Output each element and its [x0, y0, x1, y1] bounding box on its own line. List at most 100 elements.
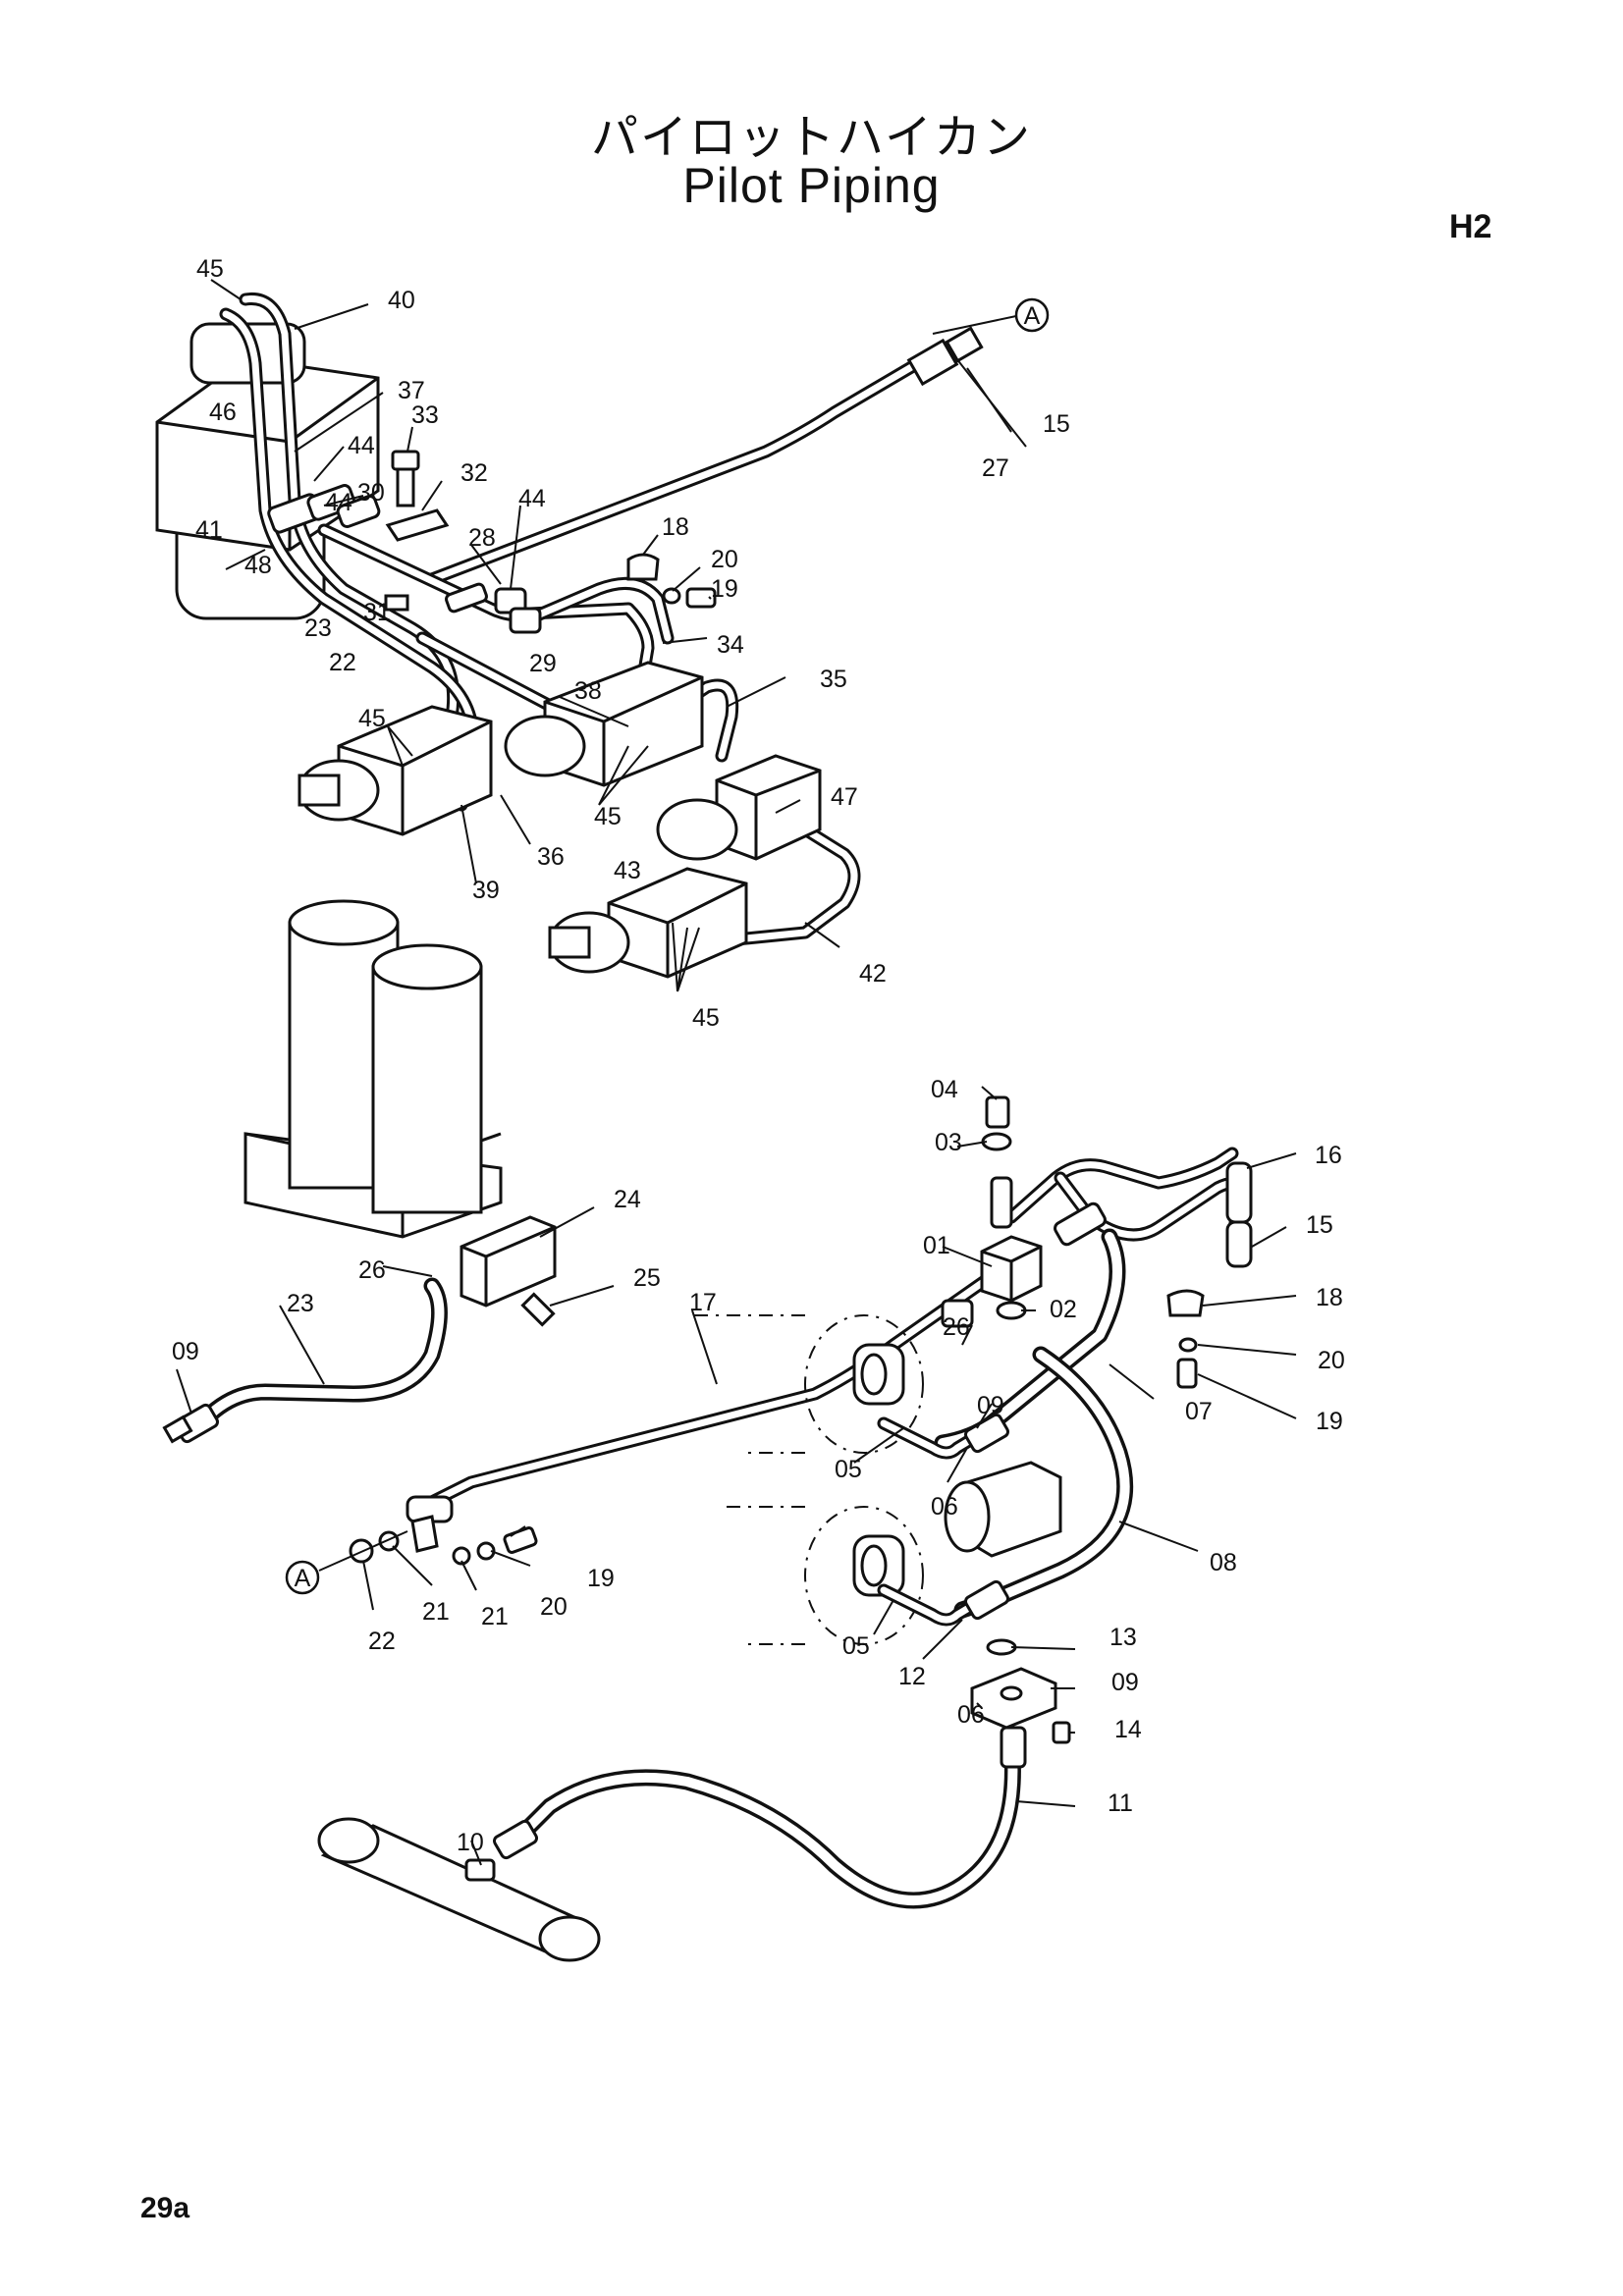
part-callout-42: 42 — [859, 960, 887, 988]
clamp-18-right — [1166, 1289, 1205, 1389]
part-callout-44: 44 — [325, 489, 352, 516]
part-callout-46: 46 — [209, 399, 237, 426]
part-callout-24: 24 — [614, 1186, 641, 1213]
part-callout-03: 03 — [935, 1129, 962, 1156]
part-callout-30: 30 — [357, 479, 385, 507]
part-callout-27: 27 — [982, 454, 1009, 482]
part-callout-23: 23 — [304, 614, 332, 642]
hose-11 — [493, 1726, 1027, 1909]
part-callout-45: 45 — [196, 255, 224, 283]
part-callout-06: 06 — [931, 1493, 958, 1521]
part-callout-20: 20 — [1318, 1347, 1345, 1374]
part-callout-26: 26 — [943, 1313, 970, 1341]
part-callout-25: 25 — [633, 1264, 661, 1292]
part-callout-44: 44 — [518, 485, 546, 512]
part-callout-45: 45 — [594, 803, 622, 830]
cylinder-tube — [317, 1817, 601, 1962]
page-title-english: Pilot Piping — [682, 158, 941, 213]
pipes-15-16 — [1004, 1147, 1253, 1268]
part-callout-26: 26 — [358, 1256, 386, 1284]
part-callout-16: 16 — [1315, 1142, 1342, 1169]
leader-lines — [176, 279, 1297, 1866]
part-callout-11: 11 — [1108, 1789, 1133, 1817]
control-valve-right — [656, 754, 822, 861]
part-callout-10: 10 — [457, 1829, 484, 1856]
part-callout-34: 34 — [717, 631, 744, 659]
part-callout-18: 18 — [1316, 1284, 1343, 1311]
part-callout-22: 22 — [368, 1628, 396, 1655]
clamp-bottom-left — [349, 1495, 538, 1566]
flange-12 — [970, 1638, 1071, 1744]
part-callout-31: 31 — [363, 599, 391, 626]
part-callout-05: 05 — [835, 1456, 862, 1483]
filter-tanks — [243, 899, 503, 1239]
block-01 — [980, 1095, 1107, 1320]
part-callout-19: 19 — [587, 1565, 615, 1592]
part-callout-09: 09 — [1111, 1669, 1139, 1696]
block-24 — [460, 1215, 557, 1327]
hose-08 — [953, 1346, 1134, 1619]
part-callout-20: 20 — [711, 546, 738, 573]
pipe-27 — [425, 356, 925, 586]
part-callout-15: 15 — [1043, 410, 1070, 438]
part-callout-02: 02 — [1050, 1296, 1077, 1323]
bolt-33-plate-32 — [385, 450, 450, 542]
part-callout-28: 28 — [468, 524, 496, 552]
part-callout-32: 32 — [460, 459, 488, 487]
part-callout-18: 18 — [662, 513, 689, 541]
section-code: H2 — [1449, 208, 1492, 245]
reference-marker-a-top: A — [1014, 297, 1050, 333]
part-callout-39: 39 — [472, 877, 500, 904]
part-callout-14: 14 — [1114, 1716, 1142, 1743]
page-title-japanese: パイロットハイカン — [590, 110, 1033, 165]
part-callout-20: 20 — [540, 1593, 568, 1621]
part-callout-01: 01 — [923, 1232, 950, 1259]
pump-lower — [727, 1506, 924, 1645]
part-callout-29: 29 — [529, 650, 557, 677]
part-callout-44: 44 — [348, 432, 375, 459]
elbows-05-06 — [877, 1299, 1009, 1627]
part-callout-33: 33 — [411, 401, 439, 429]
clamp-18-top — [626, 553, 717, 609]
part-callout-45: 45 — [358, 705, 386, 732]
hose-23 — [162, 1277, 448, 1444]
part-callout-07: 07 — [1185, 1398, 1213, 1425]
pump-upper — [687, 1314, 924, 1454]
part-callout-05: 05 — [842, 1632, 870, 1660]
control-valve-left — [298, 705, 493, 836]
part-callout-19: 19 — [711, 575, 738, 603]
part-callout-35: 35 — [820, 666, 847, 693]
control-valve-lower — [548, 867, 748, 979]
gear-pump — [944, 1461, 1062, 1558]
part-callout-04: 04 — [931, 1076, 958, 1103]
part-callout-22: 22 — [329, 649, 356, 676]
part-callout-45: 45 — [692, 1004, 720, 1032]
part-callout-38: 38 — [574, 677, 602, 705]
part-callout-15: 15 — [1306, 1211, 1333, 1239]
part-callout-12: 12 — [898, 1663, 926, 1690]
part-callout-47: 47 — [831, 783, 858, 811]
part-callout-48: 48 — [244, 552, 272, 579]
part-callout-23: 23 — [287, 1290, 314, 1317]
part-callout-40: 40 — [388, 287, 415, 314]
part-callout-36: 36 — [537, 843, 565, 871]
part-callout-19: 19 — [1316, 1408, 1343, 1435]
reference-marker-a-top-label: A — [1024, 302, 1041, 330]
part-callout-09: 09 — [977, 1392, 1004, 1419]
part-callout-09: 09 — [172, 1338, 199, 1365]
part-callout-17: 17 — [689, 1289, 717, 1316]
part-callout-43: 43 — [614, 857, 641, 884]
page-number: 29a — [140, 2192, 190, 2224]
reference-marker-a-bottom-label: A — [295, 1565, 311, 1592]
part-callout-37: 37 — [398, 377, 425, 404]
control-valve-middle — [504, 661, 704, 787]
part-callout-41: 41 — [195, 516, 223, 544]
manifold-fittings — [267, 484, 542, 634]
part-callout-13: 13 — [1109, 1624, 1137, 1651]
fitting-15-top — [906, 326, 984, 387]
part-callout-06: 06 — [957, 1701, 985, 1729]
part-callout-08: 08 — [1210, 1549, 1237, 1576]
part-callout-21: 21 — [481, 1603, 509, 1630]
